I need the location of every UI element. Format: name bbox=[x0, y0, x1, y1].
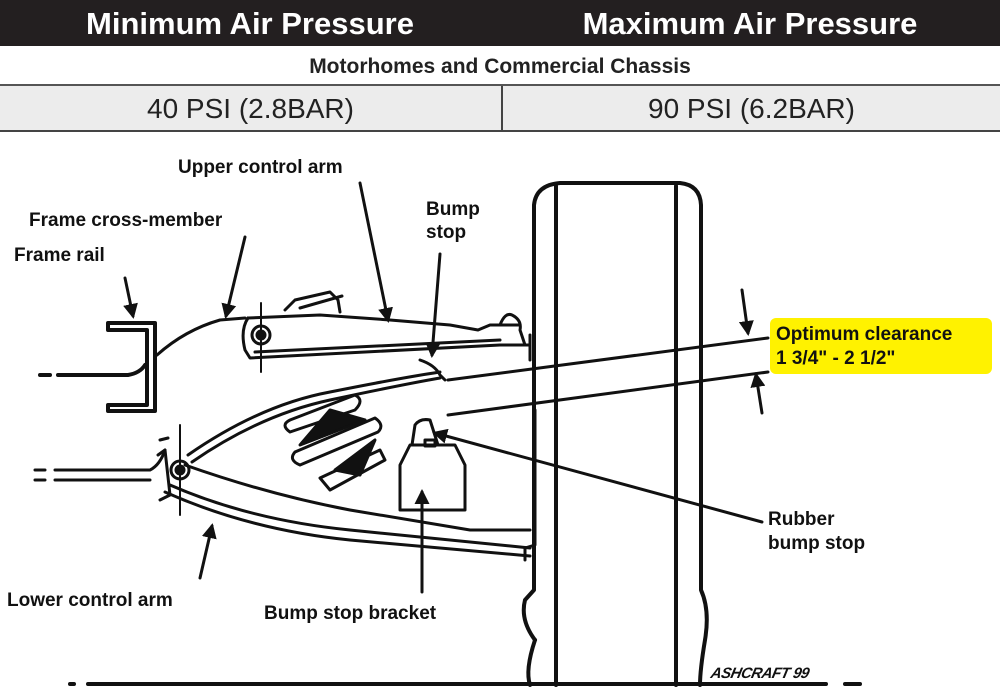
label-bump-stop: Bump stop bbox=[426, 198, 480, 244]
frame-cross-member bbox=[155, 316, 247, 357]
label-lower-control-arm: Lower control arm bbox=[7, 590, 173, 611]
category-label: Motorhomes and Commercial Chassis bbox=[309, 55, 691, 78]
bump-stop-arrow bbox=[425, 252, 442, 358]
clearance-top-arrow bbox=[738, 288, 754, 336]
label-upper-control-arm: Upper control arm bbox=[178, 157, 343, 178]
label-bump-stop-bracket: Bump stop bracket bbox=[264, 603, 437, 624]
max-pressure-header: Maximum Air Pressure bbox=[582, 6, 918, 41]
frame-rail bbox=[38, 321, 157, 413]
frame-rail-arrow bbox=[123, 276, 138, 319]
label-frame-rail: Frame rail bbox=[14, 245, 105, 266]
label-bump-stop-line2: stop bbox=[426, 222, 467, 243]
label-bump-stop-line1: Bump bbox=[426, 199, 480, 220]
tire bbox=[521, 181, 709, 687]
label-rubber-bump-stop: Rubber bump stop bbox=[768, 508, 865, 556]
min-pressure-value: 40 PSI (2.8BAR) bbox=[147, 93, 354, 124]
clearance-highlight bbox=[770, 318, 992, 374]
label-clearance-range: 1 3/4" - 2 1/2" bbox=[776, 348, 896, 369]
upper-bump-stop bbox=[418, 358, 447, 382]
upper-arm-arrow bbox=[358, 181, 393, 323]
cross-member-arrow bbox=[221, 235, 247, 319]
label-rubber-line1: Rubber bbox=[768, 509, 835, 530]
clearance-lines bbox=[446, 336, 770, 417]
max-pressure-value: 90 PSI (6.2BAR) bbox=[648, 93, 855, 124]
artist-signature: ASHCRAFT 99 bbox=[709, 665, 811, 682]
pressure-table-header: Minimum Air Pressure Maximum Air Pressur… bbox=[0, 0, 1000, 46]
lower-control-arm bbox=[33, 370, 532, 558]
table-divider bbox=[501, 86, 503, 130]
lower-arm-arrow bbox=[198, 523, 217, 580]
steering-knuckle bbox=[523, 333, 537, 562]
min-pressure-header: Minimum Air Pressure bbox=[86, 6, 414, 41]
callout-arrows bbox=[123, 181, 766, 594]
pressure-values-row: 40 PSI (2.8BAR) 90 PSI (6.2BAR) bbox=[0, 86, 1000, 132]
clearance-bottom-arrow bbox=[750, 372, 766, 415]
label-optimum-line1: Optimum clearance bbox=[776, 324, 953, 345]
label-rubber-line2: bump stop bbox=[768, 533, 866, 554]
bump-stop-bracket bbox=[398, 418, 467, 512]
upper-control-arm bbox=[241, 290, 532, 373]
coil-spring bbox=[283, 393, 387, 492]
label-optimum-clearance: Optimum clearance 1 3/4" - 2 1/2" bbox=[776, 323, 952, 371]
label-frame-cross-member: Frame cross-member bbox=[29, 210, 223, 231]
rubber-stop-arrow bbox=[432, 428, 764, 524]
category-row: Motorhomes and Commercial Chassis bbox=[0, 46, 1000, 86]
